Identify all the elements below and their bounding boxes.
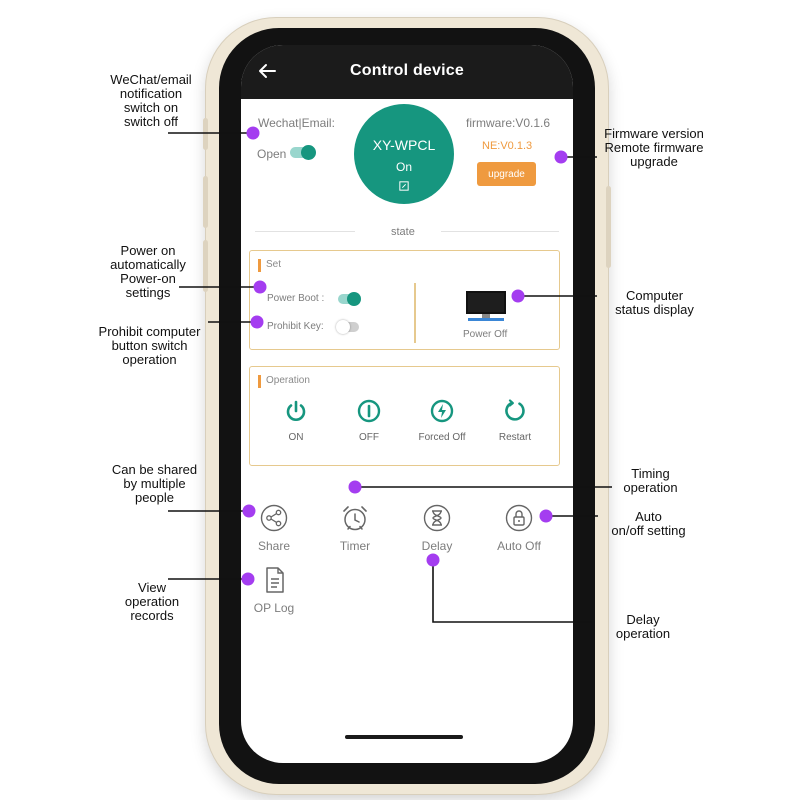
tool-op-log-label: OP Log (253, 601, 295, 615)
annotation-dot-computer-status (511, 289, 525, 303)
set-card: Set Power Boot : Prohibit Key: Power Off (249, 250, 560, 350)
power-boot-toggle[interactable] (338, 292, 361, 306)
ne-version: NE:V0.1.3 (482, 140, 533, 152)
phone-side-button (203, 118, 208, 150)
set-card-separator (414, 283, 416, 343)
restart-icon[interactable] (503, 399, 527, 423)
annotation-dot-shared (242, 504, 256, 518)
divider-right (441, 231, 559, 232)
annotation-dot-view (241, 572, 255, 586)
notify-toggle[interactable] (290, 145, 316, 160)
operation-card-accent (258, 375, 261, 388)
op-off-label: OFF (359, 432, 379, 443)
hourglass-icon[interactable] (423, 504, 451, 532)
back-arrow-icon[interactable] (255, 59, 279, 83)
operation-card: Operation ON OFF Forced Off Restart (249, 366, 560, 466)
lightning-icon[interactable] (430, 399, 454, 423)
line-delay (432, 560, 592, 623)
notify-state-label: Open (257, 147, 287, 161)
annotation-dot-firmware (554, 150, 568, 164)
power-boot-label: Power Boot : (267, 293, 325, 304)
divider-left (255, 231, 355, 232)
firmware-version: firmware:V0.1.6 (466, 116, 551, 130)
annotation-dot-auto (539, 509, 553, 523)
device-status-circle[interactable]: XY-WPCL On (354, 104, 454, 204)
page-title: Control device (350, 62, 464, 79)
tool-share-label: Share (257, 539, 291, 553)
op-restart-label: Restart (498, 432, 532, 443)
app-header: Control device (241, 45, 573, 99)
notify-label: Wechat|Email: (258, 116, 335, 130)
op-forced-off-label: Forced Off (418, 432, 466, 443)
annotation-dot-wechat (246, 126, 260, 140)
tool-timer-label: Timer (339, 539, 371, 553)
device-name: XY-WPCL (372, 137, 436, 153)
annotation-dot-delay (426, 553, 440, 567)
state-label: state (391, 226, 415, 238)
annotation-dot-prohibit (250, 315, 264, 329)
alarm-clock-icon[interactable] (341, 504, 369, 532)
share-icon[interactable] (260, 504, 288, 532)
edit-icon[interactable] (399, 181, 409, 191)
set-card-accent (258, 259, 261, 272)
app-screen: Control device Wechat|Email: Open XY-WPC… (241, 45, 573, 763)
home-indicator (345, 735, 463, 739)
monitor-icon (466, 291, 506, 321)
set-card-title: Set (266, 259, 282, 270)
prohibit-key-label: Prohibit Key: (267, 321, 324, 332)
tool-delay-label: Delay (421, 539, 453, 553)
power-icon[interactable] (284, 399, 308, 423)
phone-volume-down-button (203, 240, 208, 292)
annotation-dot-timing (348, 480, 362, 494)
device-status: On (395, 160, 412, 174)
op-on-label: ON (288, 432, 304, 443)
prohibit-key-toggle[interactable] (336, 320, 359, 334)
annotation-dot-power-on (253, 280, 267, 294)
document-icon[interactable] (261, 566, 289, 594)
lock-icon[interactable] (505, 504, 533, 532)
phone-volume-up-button (203, 176, 208, 228)
pause-circle-icon[interactable] (357, 399, 381, 423)
tool-auto-off-label: Auto Off (497, 539, 541, 553)
computer-status: Power Off (463, 329, 508, 340)
upgrade-button[interactable]: upgrade (477, 162, 536, 186)
phone-power-button (606, 186, 611, 268)
operation-card-title: Operation (266, 375, 310, 386)
